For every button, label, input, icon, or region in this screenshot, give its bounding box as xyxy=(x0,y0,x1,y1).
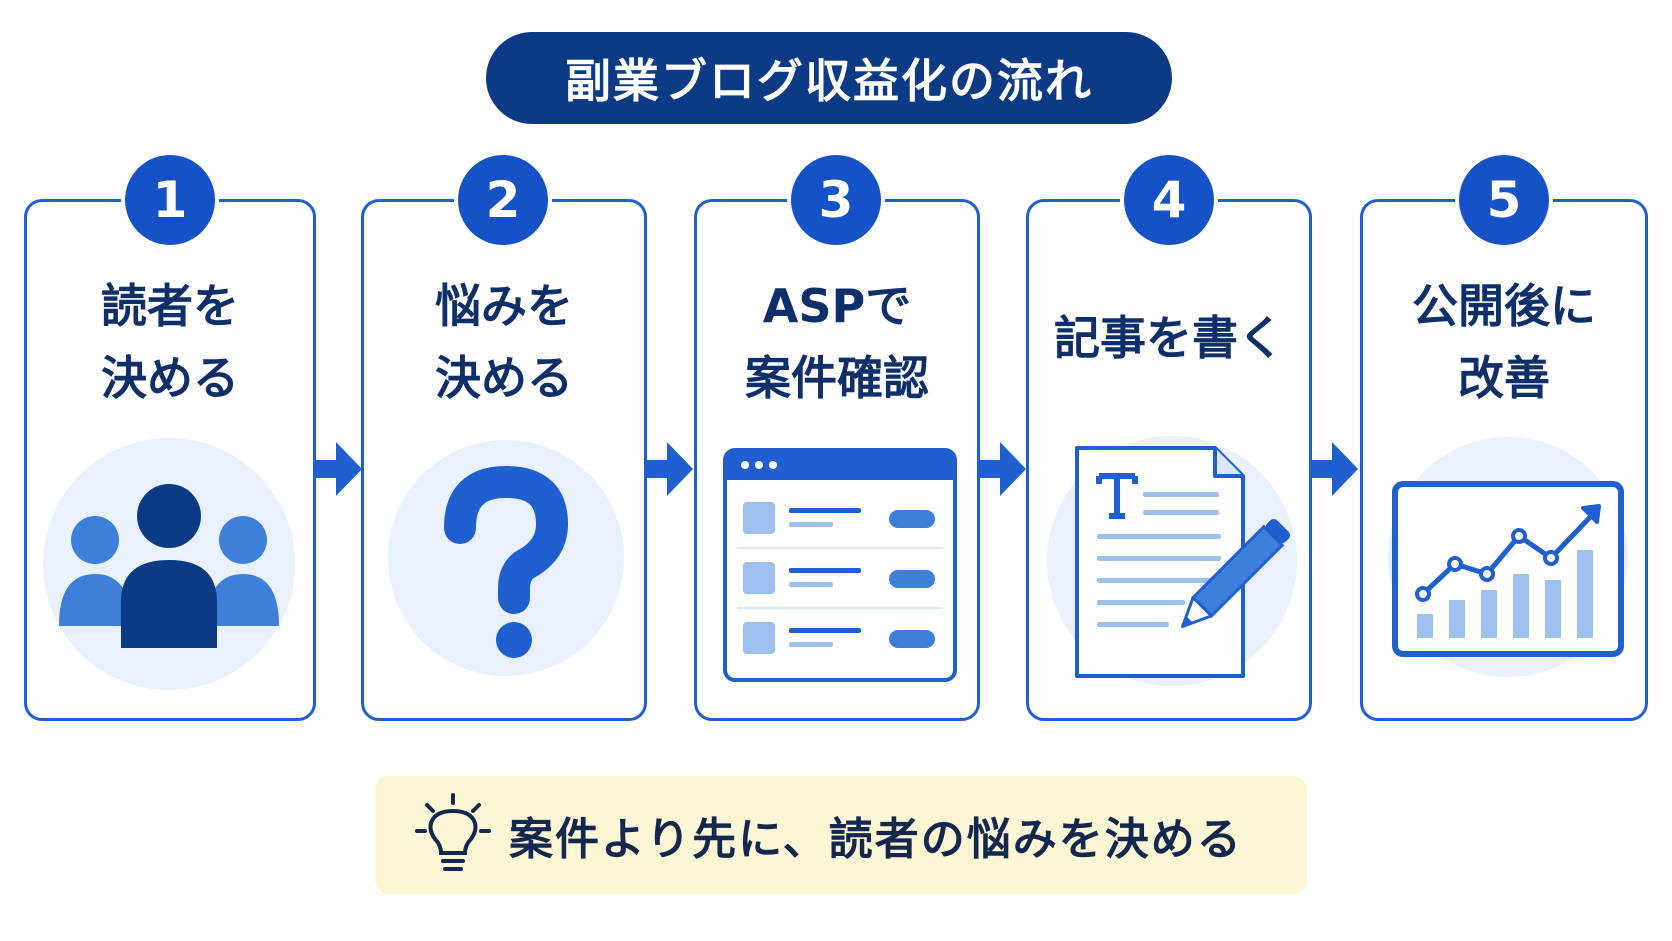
step-number-badge-2: 2 xyxy=(458,155,548,245)
people-icon xyxy=(43,438,295,690)
step-card-2: 悩みを決める xyxy=(361,199,647,721)
tip-box: 案件より先に、読者の悩みを決める xyxy=(375,776,1307,894)
step-label: 公開後に改善 xyxy=(1412,279,1596,405)
step-card-3: ASPで案件確認 xyxy=(694,199,980,721)
step-number-badge-5: 5 xyxy=(1459,155,1549,245)
tip-text: 案件より先に、読者の悩みを決める xyxy=(509,814,1243,865)
question-mark-icon xyxy=(388,440,624,676)
flow-arrow-2-to-3 xyxy=(645,442,693,496)
flow-arrow-1-to-2 xyxy=(314,442,362,496)
flow-arrow-3-to-4 xyxy=(978,442,1026,496)
step-label: 悩みを決める xyxy=(435,279,573,405)
step-card-5: 公開後に改善 xyxy=(1360,199,1648,721)
browser-list-icon xyxy=(723,448,957,682)
step-label: 記事を書く xyxy=(1054,311,1284,365)
document-pen-icon xyxy=(1047,436,1297,686)
step-label: 読者を決める xyxy=(101,279,239,405)
step-card-1: 読者を決める xyxy=(24,199,316,721)
growth-chart-icon xyxy=(1388,437,1628,677)
step-label: ASPで案件確認 xyxy=(745,279,929,405)
step-number-badge-4: 4 xyxy=(1124,155,1214,245)
flow-arrow-4-to-5 xyxy=(1310,442,1358,496)
page-title: 副業ブログ収益化の流れ xyxy=(486,32,1172,124)
lightbulb-icon xyxy=(415,793,491,871)
step-number-badge-3: 3 xyxy=(791,155,881,245)
step-card-4: 記事を書く xyxy=(1026,199,1312,721)
step-number-badge-1: 1 xyxy=(125,155,215,245)
